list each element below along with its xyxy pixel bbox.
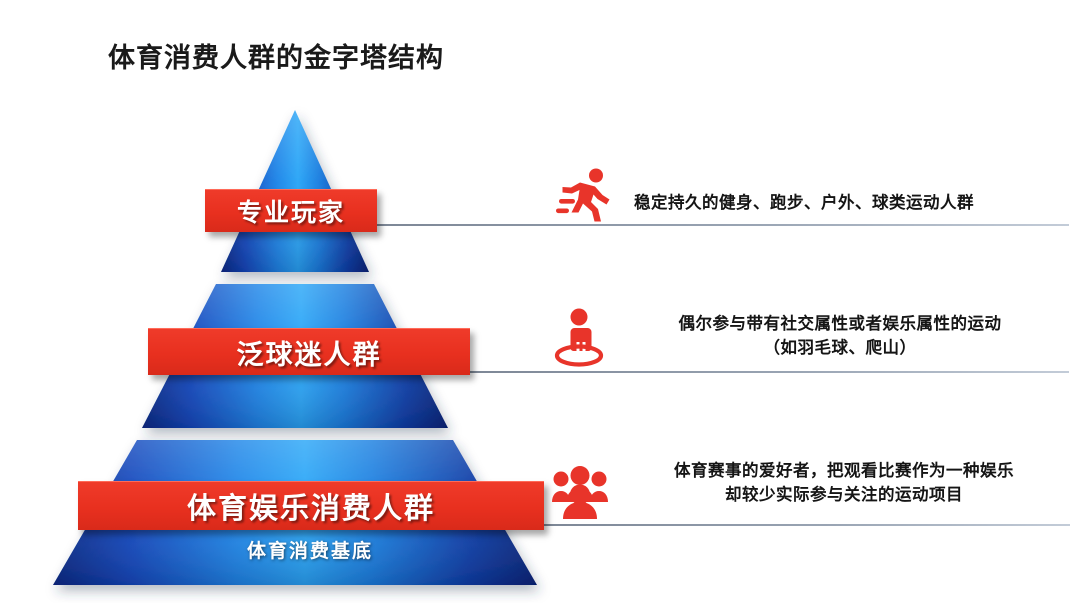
running-person-icon — [556, 168, 614, 224]
connector-line-tier-1 — [377, 224, 1069, 226]
page-title: 体育消费人群的金字塔结构 — [108, 43, 444, 74]
tier-1-label-band[interactable]: 专业玩家 — [205, 189, 377, 232]
tier-3-label: 体育娱乐消费人群 — [186, 491, 435, 525]
tier-2-description-line-2: （如羽毛球、爬山） — [763, 337, 917, 357]
tier-3-label-band[interactable]: 体育娱乐消费人群 — [78, 481, 544, 530]
tier-1-description: 稳定持久的健身、跑步、户外、球类运动人群 — [634, 191, 974, 215]
tier-1-description-line-1: 稳定持久的健身、跑步、户外、球类运动人群 — [634, 193, 974, 212]
tier-2-description-line-1: 偶尔参与带有社交属性或者娱乐属性的运动 — [678, 314, 1002, 333]
tier-3-description-line-1: 体育赛事的爱好者，把观看比赛作为一种娱乐 — [674, 461, 1014, 480]
tier-1-label: 专业玩家 — [236, 198, 345, 227]
tier-3-description: 体育赛事的爱好者，把观看比赛作为一种娱乐 却较少实际参与关注的运动项目 — [634, 459, 1054, 507]
connector-line-tier-3 — [543, 524, 1070, 526]
connector-line-tier-2 — [469, 371, 1069, 373]
tier-2-label: 泛球迷人群 — [236, 339, 382, 371]
tier-2-description: 偶尔参与带有社交属性或者娱乐属性的运动 （如羽毛球、爬山） — [630, 312, 1050, 360]
tier-2-label-band[interactable]: 泛球迷人群 — [148, 328, 470, 375]
single-person-in-ring-icon — [551, 308, 607, 368]
tier-3-description-line-2: 却较少实际参与关注的运动项目 — [725, 484, 963, 504]
people-group-icon — [551, 466, 609, 520]
pyramid-base-label: 体育消费基底 — [246, 540, 373, 562]
